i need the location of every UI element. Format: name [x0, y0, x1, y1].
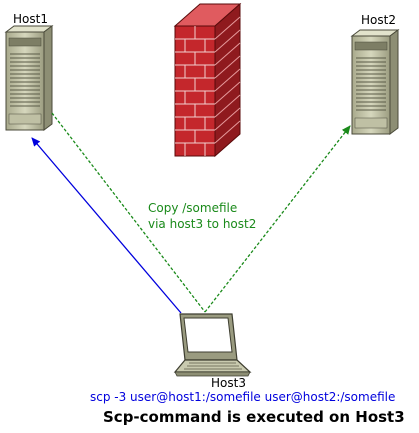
- host1-label: Host1: [13, 12, 48, 26]
- host1-server-icon: [4, 25, 54, 131]
- host3-laptop-icon: [173, 313, 252, 377]
- host3-label: Host3: [211, 376, 246, 390]
- host2-server-icon: [350, 29, 400, 135]
- green-dashed-arrow-to-host2: [204, 125, 351, 313]
- scp-command: scp -3 user@host1:/somefile user@host2:/…: [90, 390, 396, 404]
- diagram-caption: Scp-command is executed on Host3: [103, 408, 405, 426]
- copy-note: Copy /somefile via host3 to host2: [148, 200, 256, 232]
- firewall-icon: [173, 2, 242, 158]
- blue-arrow: [31, 137, 182, 314]
- host2-label: Host2: [361, 13, 396, 27]
- copy-note-line1: Copy /somefile: [148, 201, 238, 215]
- copy-note-line2: via host3 to host2: [148, 217, 257, 231]
- green-dashed-arrow-from-host1: [51, 112, 206, 313]
